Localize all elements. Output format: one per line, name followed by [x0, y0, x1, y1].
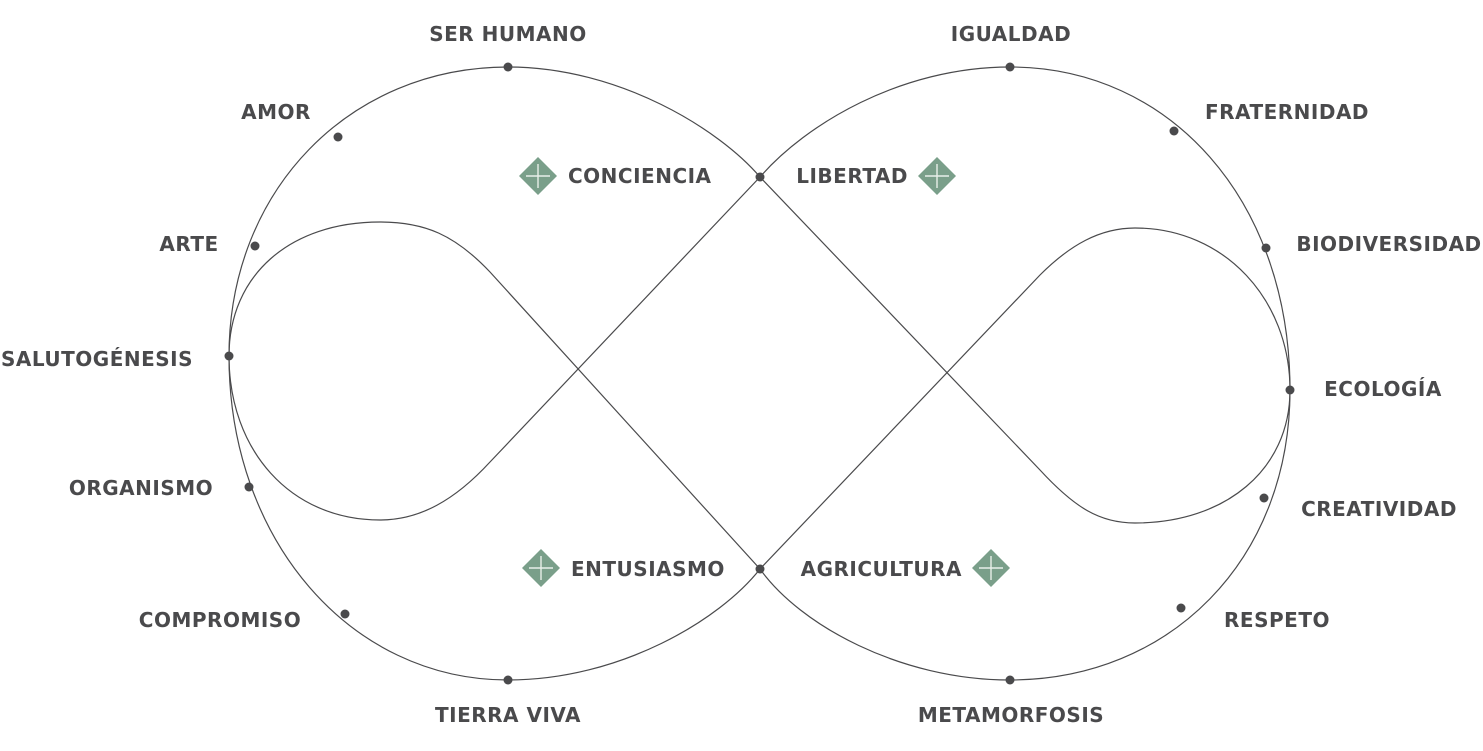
- dot-creatividad: [1259, 493, 1269, 503]
- label-entusiasmo: ENTUSIASMO: [571, 557, 725, 581]
- outer-labels: SER HUMANO AMOR ARTE SALUTOGÉNESIS ORGAN…: [1, 22, 1481, 727]
- label-arte: ARTE: [159, 232, 218, 256]
- diamond-plus-icon: [972, 549, 1010, 587]
- label-compromiso: COMPROMISO: [139, 608, 301, 632]
- dot-compromiso: [340, 609, 350, 619]
- label-salutogenesis: SALUTOGÉNESIS: [1, 347, 193, 371]
- diamond-plus-icon: [519, 157, 557, 195]
- label-igualdad: IGUALDAD: [951, 22, 1071, 46]
- dot-fraternidad: [1169, 126, 1179, 136]
- label-creatividad: CREATIVIDAD: [1301, 497, 1457, 521]
- dot-metamorfosis: [1005, 675, 1015, 685]
- label-ecologia: ECOLOGÍA: [1324, 377, 1442, 401]
- dot-organismo: [244, 482, 254, 492]
- label-organismo: ORGANISMO: [69, 476, 213, 500]
- infinity-path-left: [228, 66, 1291, 681]
- inner-labels: CONCIENCIA LIBERTAD ENTUSIASMO AGRICULTU…: [519, 157, 1010, 587]
- dot-salutogenesis: [224, 351, 234, 361]
- dot-tierra-viva: [503, 675, 513, 685]
- dot-igualdad: [1005, 62, 1015, 72]
- label-tierra-viva: TIERRA VIVA: [435, 703, 581, 727]
- dot-biodiversidad: [1261, 243, 1271, 253]
- label-respeto: RESPETO: [1224, 608, 1330, 632]
- dot-bottom-crossing: [755, 564, 765, 574]
- label-biodiversidad: BIODIVERSIDAD: [1296, 232, 1481, 256]
- dot-top-crossing: [755, 172, 765, 182]
- label-amor: AMOR: [241, 100, 311, 124]
- diamond-plus-icon: [522, 549, 560, 587]
- dot-ecologia: [1285, 385, 1295, 395]
- infinity-path-right: [228, 66, 1291, 681]
- label-metamorfosis: METAMORFOSIS: [918, 703, 1104, 727]
- label-libertad: LIBERTAD: [796, 164, 908, 188]
- label-ser-humano: SER HUMANO: [429, 22, 587, 46]
- diamond-plus-icon: [918, 157, 956, 195]
- dot-ser-humano: [503, 62, 513, 72]
- dot-respeto: [1176, 603, 1186, 613]
- dot-amor: [333, 132, 343, 142]
- dot-arte: [250, 241, 260, 251]
- label-fraternidad: FRATERNIDAD: [1205, 100, 1369, 124]
- node-dots: [224, 62, 1295, 685]
- label-agricultura: AGRICULTURA: [801, 557, 962, 581]
- label-conciencia: CONCIENCIA: [568, 164, 712, 188]
